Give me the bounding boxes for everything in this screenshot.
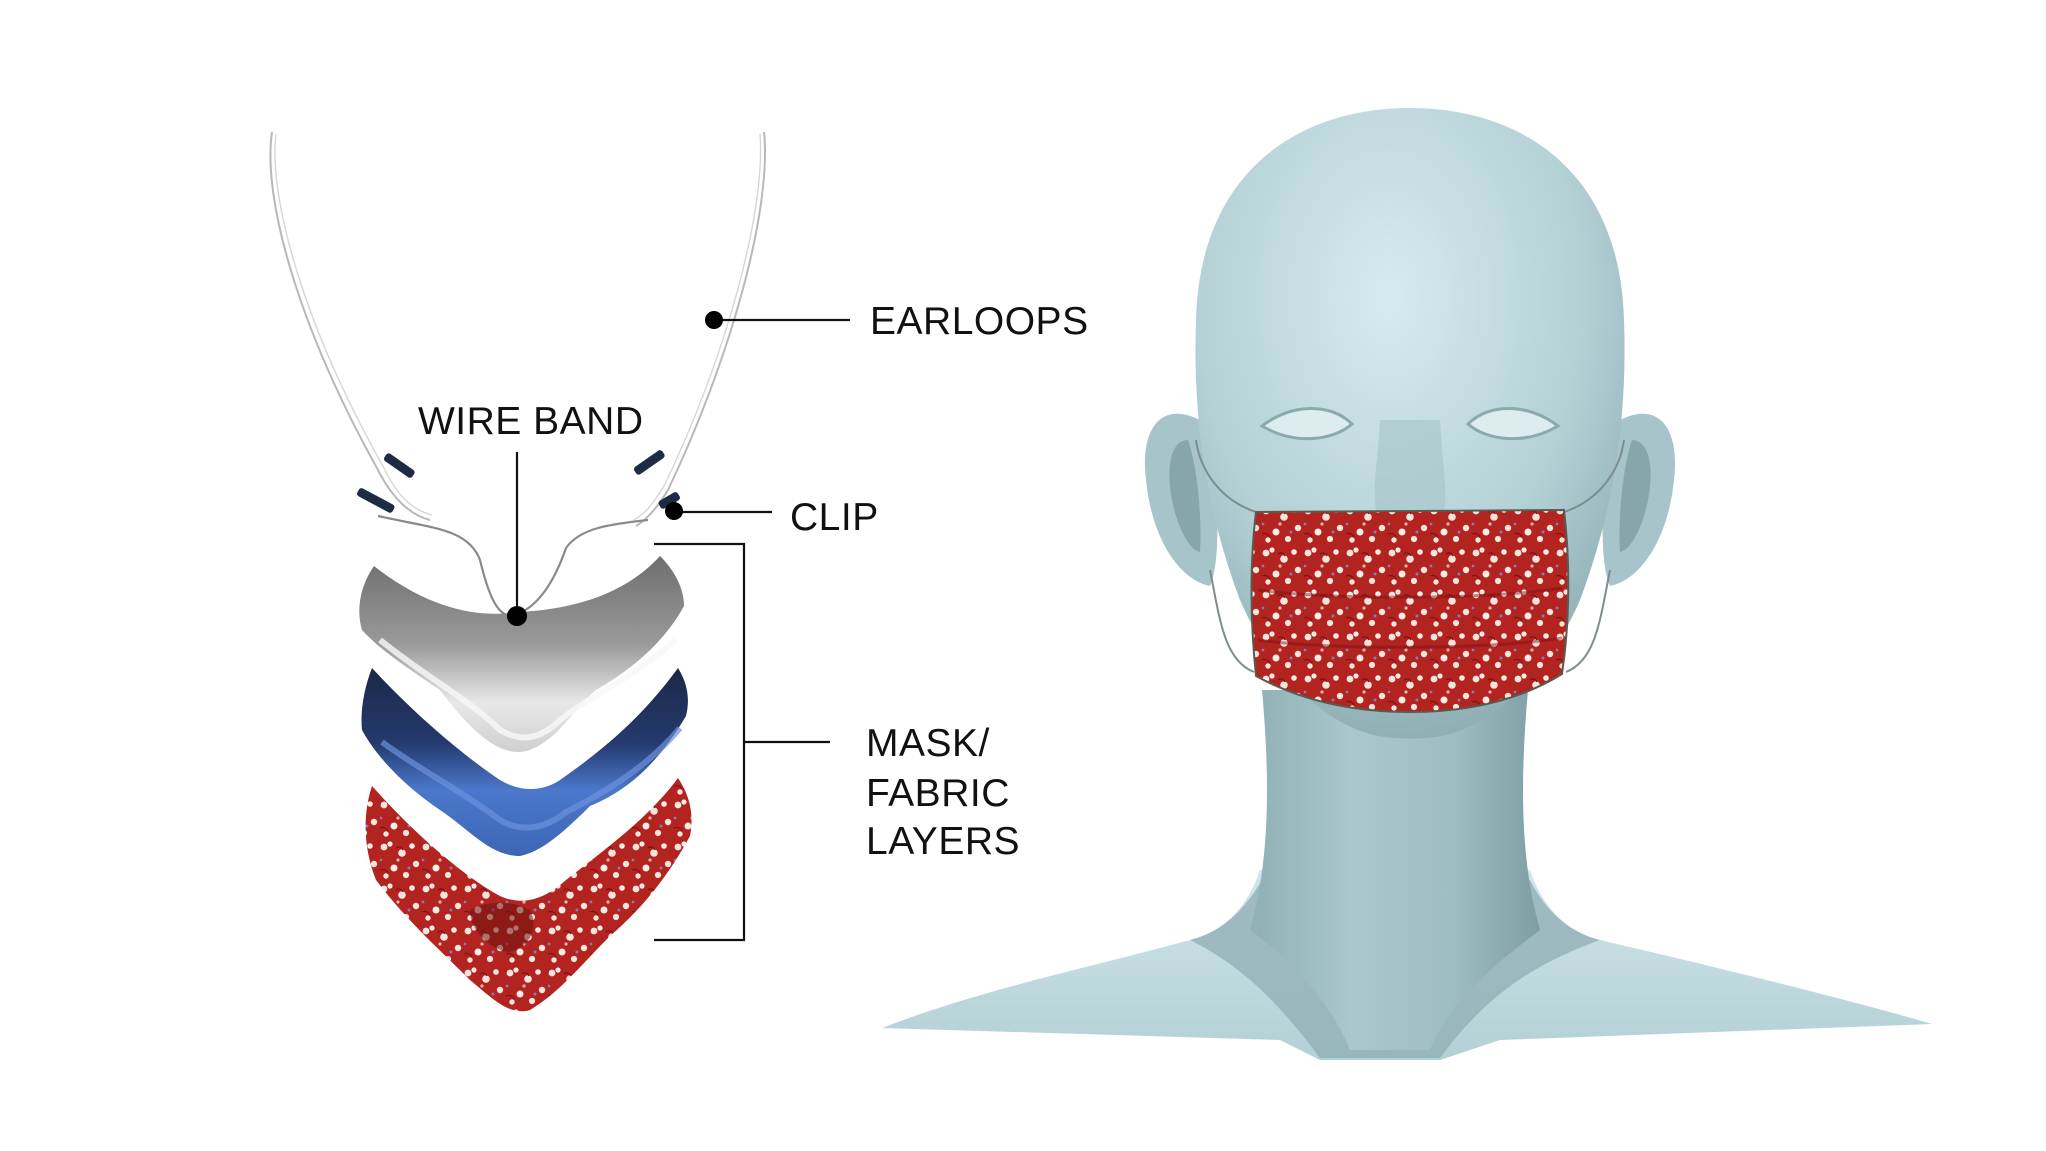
mask-layers-label-line3: LAYERS bbox=[866, 820, 1020, 863]
clips-illustration bbox=[357, 450, 680, 513]
earloops-leader bbox=[705, 311, 850, 329]
floral-fabric-layer bbox=[365, 778, 692, 1012]
exploded-mask-illustration: EARLOOPS WIRE BAND CLIP MASK/ FABRIC LAY… bbox=[269, 131, 1089, 1012]
mask-layers-label-line1: MASK/ bbox=[866, 722, 990, 765]
neck bbox=[1250, 690, 1540, 1050]
earloops-illustration bbox=[269, 131, 766, 527]
mask-layers-bracket bbox=[654, 542, 830, 942]
right-eye bbox=[1465, 407, 1561, 441]
wire-band-label: WIRE BAND bbox=[418, 400, 644, 443]
wire-band-leader bbox=[507, 452, 527, 626]
grey-fabric-layer bbox=[359, 556, 684, 752]
left-eye bbox=[1259, 407, 1355, 441]
mask-layers-label-line2: FABRIC bbox=[866, 772, 1010, 815]
head-with-mask-illustration bbox=[882, 108, 1932, 1060]
clip-label: CLIP bbox=[790, 496, 879, 539]
earloops-label: EARLOOPS bbox=[870, 300, 1089, 343]
worn-mask bbox=[1250, 508, 1570, 714]
blue-fabric-layer bbox=[361, 668, 688, 856]
clip-leader bbox=[665, 502, 772, 520]
